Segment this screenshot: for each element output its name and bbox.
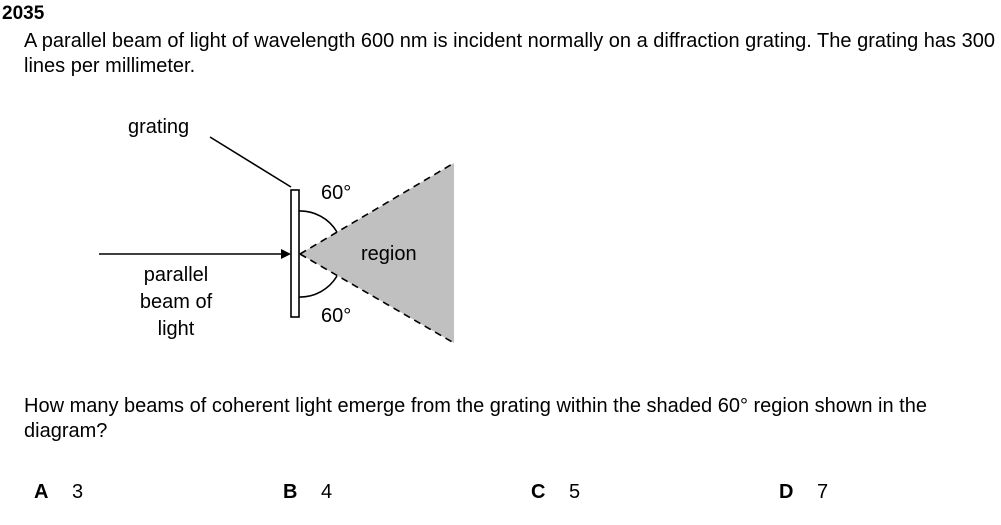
option-value: 3 (72, 481, 84, 503)
question-number: 2035 (2, 3, 45, 24)
option-letter: A (34, 481, 49, 503)
beam-label-line3: light (158, 318, 195, 340)
option-letter: C (531, 481, 546, 503)
question-text: How many beams of coherent light emerge … (24, 395, 927, 442)
angle-bottom-label: 60° (321, 305, 351, 327)
grating-leader-line (209, 136, 292, 188)
option-value: 5 (569, 481, 581, 503)
arrowhead-icon (281, 249, 291, 259)
option-letter: D (779, 481, 794, 503)
grating-label: grating (128, 116, 189, 138)
option-letter: B (283, 481, 298, 503)
region-boundary-bottom (299, 253, 455, 344)
region-label: region (361, 243, 417, 265)
angle-top-label: 60° (321, 182, 351, 204)
grating (290, 189, 300, 318)
region-boundary-top (299, 162, 455, 255)
shaded-region (300, 163, 454, 343)
angle-arc-bottom (298, 275, 338, 298)
beam-label-line2: beam of (140, 291, 213, 313)
option-value: 4 (321, 481, 333, 503)
question-stem: A parallel beam of light of wavelength 6… (24, 30, 995, 77)
beam-label-line1: parallel (144, 264, 208, 286)
angle-arc-top (298, 210, 338, 233)
option-value: 7 (817, 481, 829, 503)
